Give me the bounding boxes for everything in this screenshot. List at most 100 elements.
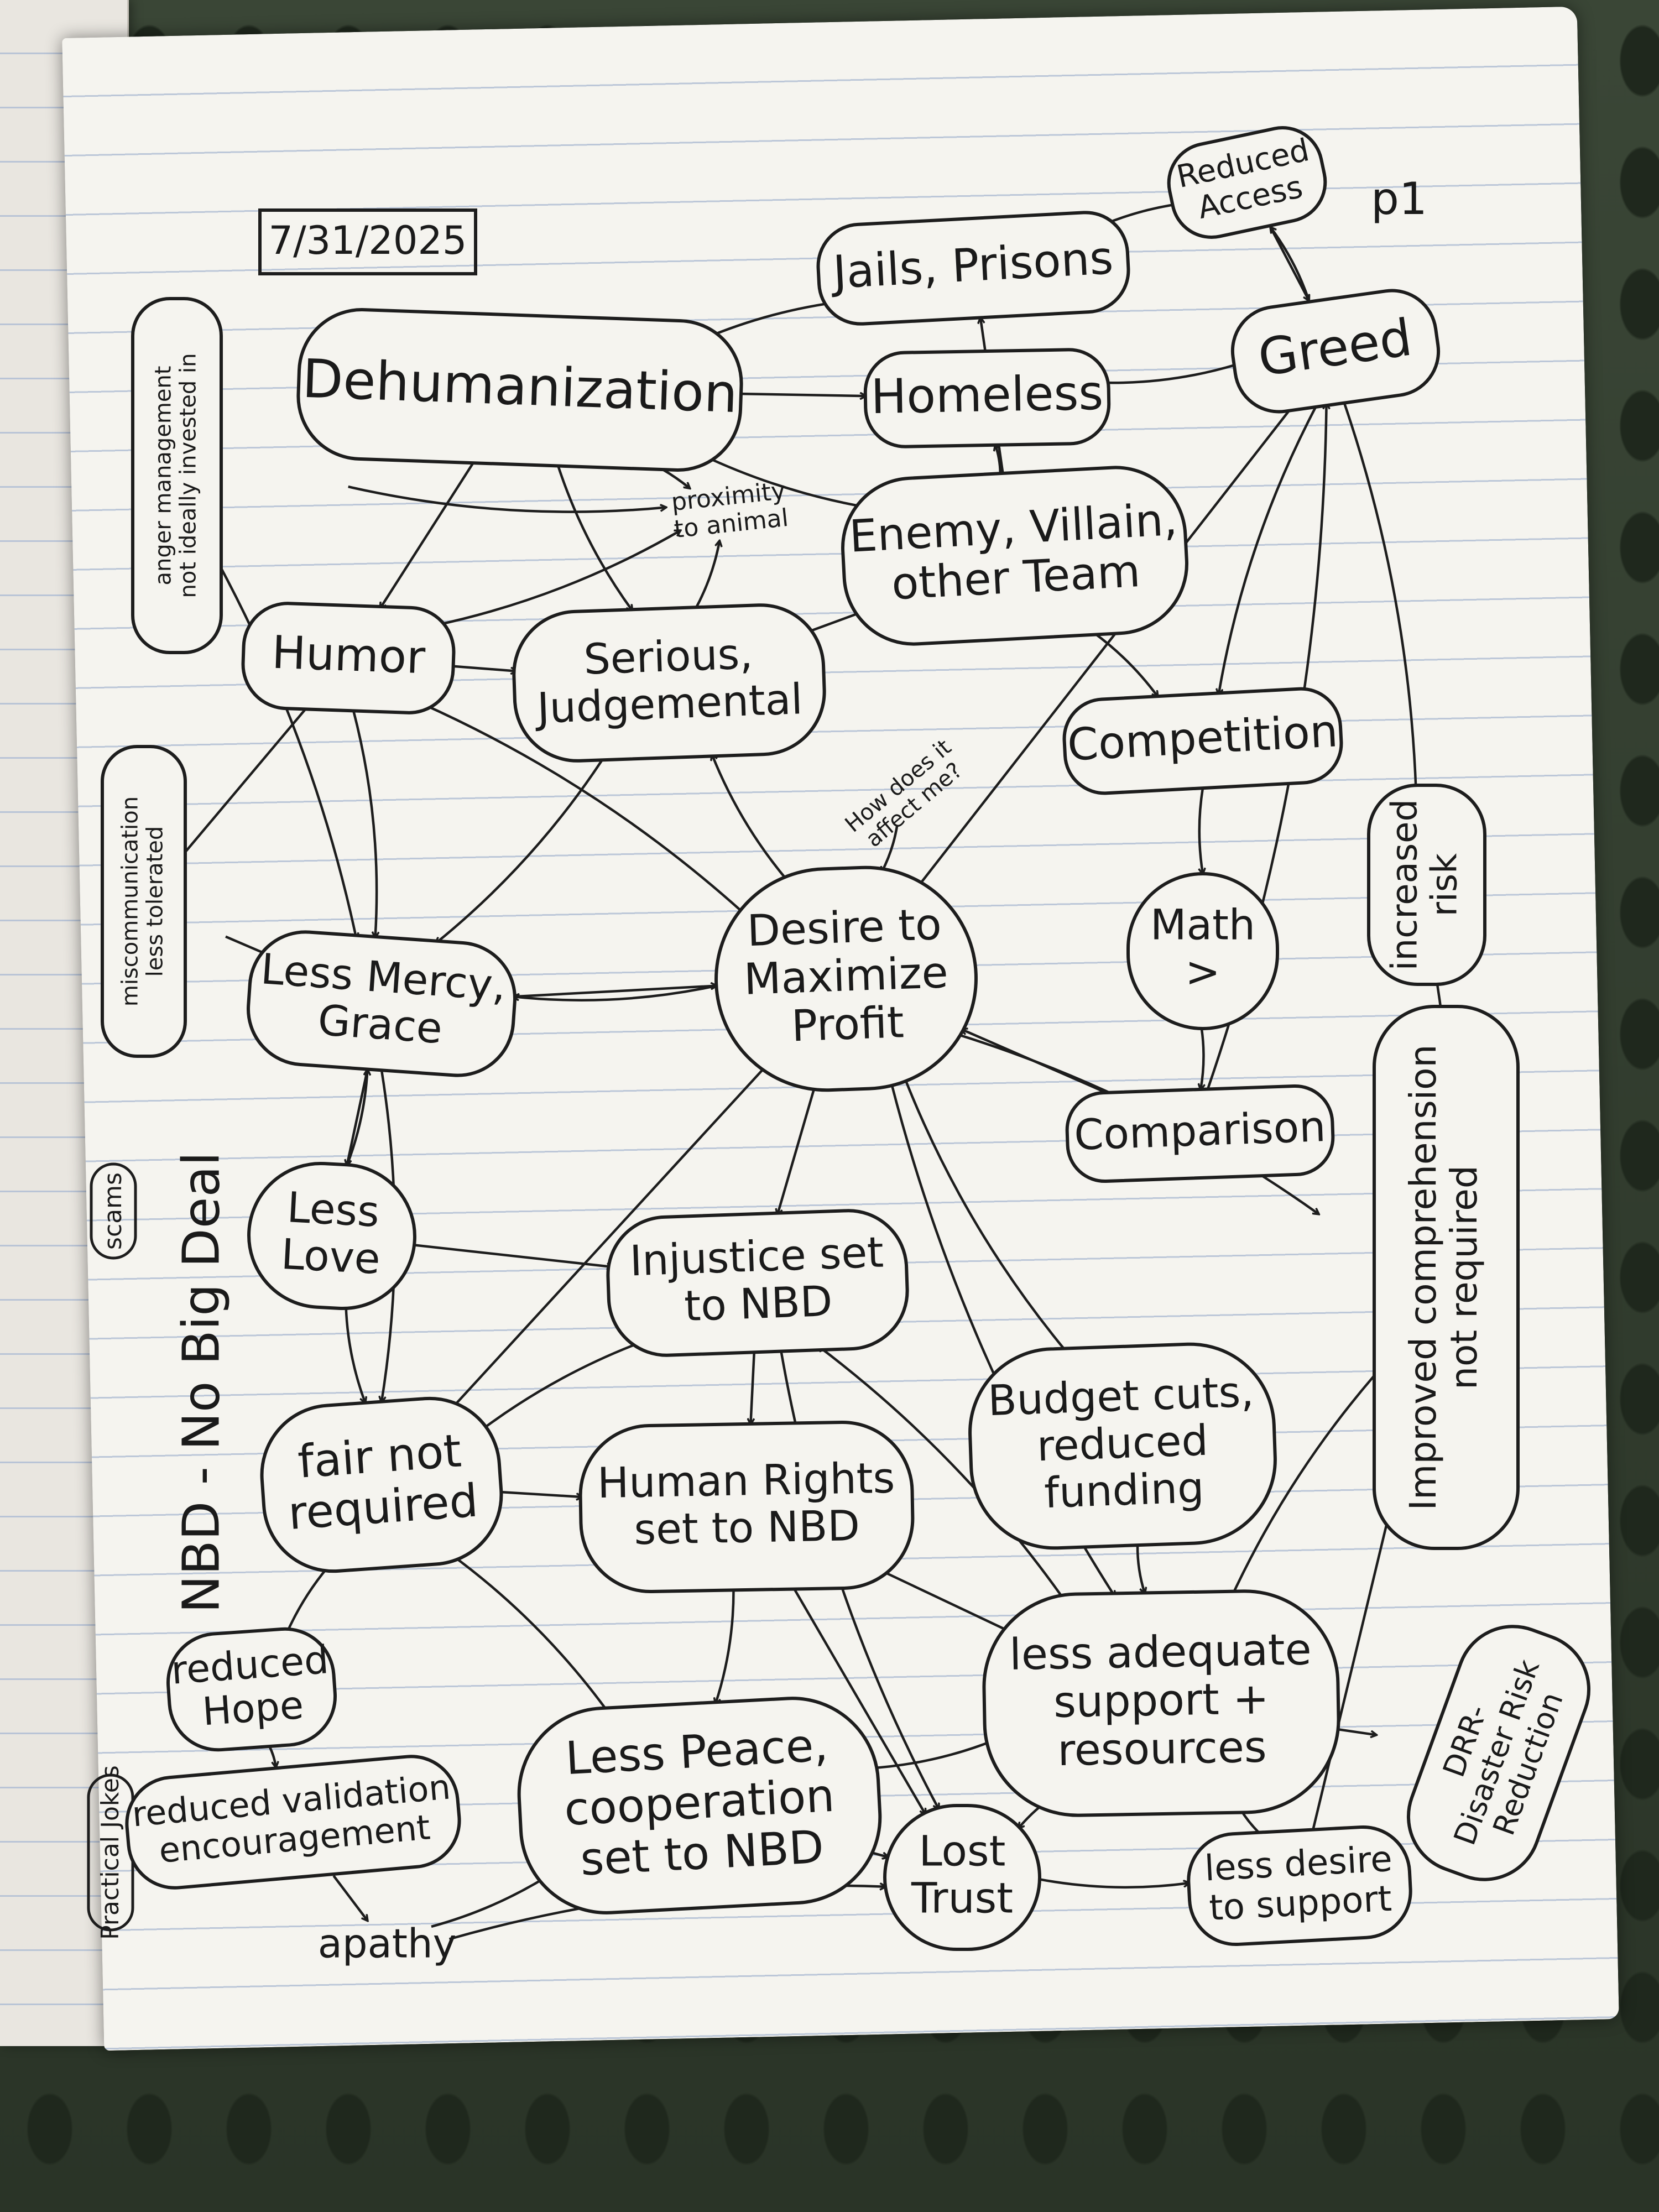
node-label-line: to support xyxy=(1208,1879,1393,1929)
node-outline xyxy=(1367,784,1486,986)
node-outline xyxy=(1373,1005,1520,1550)
edge-less-adequate-support-to-injustice-set-to-nbd xyxy=(818,1346,1072,1609)
edge-serious-judgemental-to-less-mercy-grace xyxy=(436,750,609,943)
edge-desire-to-maximize-profit-to-serious-judgemental xyxy=(712,755,789,881)
edge-injustice-set-to-nbd-to-human-rights-set-to-nbd xyxy=(750,1352,756,1424)
date-box: 7/31/2025 xyxy=(258,208,477,275)
node-outline xyxy=(968,1342,1277,1550)
edge-greed-to-reduced-access xyxy=(1271,227,1311,301)
node-outline xyxy=(1167,126,1327,239)
edge-anger-management-to-less-mercy-grace xyxy=(192,519,357,939)
page-number: p1 xyxy=(1371,173,1427,225)
edge-less-adequate-support-to-drr xyxy=(1333,1727,1376,1735)
node-label-line: Lost xyxy=(919,1826,1006,1875)
edge-math-to-comparison xyxy=(1201,1028,1203,1089)
node-humor: Humor xyxy=(241,602,456,714)
edge-competition-to-math xyxy=(1199,787,1203,874)
edge-reduced-hope-to-reduced-validation xyxy=(268,1745,276,1767)
node-outline xyxy=(125,1755,461,1890)
node-outline xyxy=(578,1420,915,1594)
node-outline xyxy=(606,1209,909,1357)
node-label-line: less adequate xyxy=(1009,1625,1312,1680)
node-outline xyxy=(883,1804,1041,1951)
node-serious-judgemental: Serious,Judgemental xyxy=(512,603,826,763)
edge-less-mercy-grace-to-desire-to-maximize-profit xyxy=(513,986,717,998)
node-outline xyxy=(1062,687,1343,795)
node-outline xyxy=(241,602,456,714)
node-label-line: funding xyxy=(1044,1463,1205,1517)
edge-reduced-access-to-greed xyxy=(1269,226,1309,300)
node-outline xyxy=(1230,289,1441,414)
edge-less-adequate-support-to-improved-comprehension xyxy=(1228,1348,1399,1602)
edge-dehumanization-to-homeless xyxy=(740,394,865,396)
edge-enemy-villain-to-competition xyxy=(1089,629,1158,697)
node-greed: Greed xyxy=(1230,289,1441,414)
node-label-line: risk xyxy=(1424,853,1465,917)
node-label-line: Maximize xyxy=(743,948,949,1005)
node-label-line: set to NBD xyxy=(634,1501,860,1554)
edge-fair-not-required-to-injustice-set-to-nbd xyxy=(475,1335,660,1436)
node-outline xyxy=(296,308,743,472)
edge-reduced-validation-to-apathy xyxy=(332,1875,367,1921)
node-apathy: apathy xyxy=(318,1921,456,1967)
date-label: 7/31/2025 xyxy=(269,218,467,263)
node-outline xyxy=(101,745,187,1058)
node-label-line: Human Rights xyxy=(597,1453,895,1507)
node-label-line: Desire to xyxy=(746,900,942,956)
node-outline xyxy=(131,297,223,654)
edge-less-mercy-grace-to-less-love xyxy=(347,1069,369,1165)
node-outline xyxy=(246,930,517,1077)
node-homeless: Homeless xyxy=(863,348,1111,448)
edge-greed-to-competition xyxy=(1219,402,1319,695)
node-outline xyxy=(260,1396,503,1573)
node-label-line: Humor xyxy=(271,627,426,685)
edge-humor-to-less-mercy-grace xyxy=(352,710,377,937)
edge-human-rights-set-to-nbd-to-less-peace xyxy=(716,1589,735,1704)
node-label-line: Injustice set xyxy=(629,1227,884,1285)
edge-fair-not-required-to-human-rights-set-to-nbd xyxy=(500,1490,582,1497)
node-enemy-villain: Enemy, Villain,other Team xyxy=(841,466,1189,646)
edge-less-love-to-fair-not-required xyxy=(345,1307,366,1402)
node-outline xyxy=(1187,1825,1412,1947)
node-label-line: Budget cuts, xyxy=(987,1367,1255,1426)
node-label-line: Love xyxy=(280,1229,382,1284)
edge-lost-trust-to-less-desire-to-support xyxy=(1039,1878,1189,1889)
node-label-line: > xyxy=(1185,947,1220,997)
node-label-line: to NBD xyxy=(684,1276,833,1331)
side-title: NBD - No Big Deal xyxy=(171,1152,231,1614)
node-label-line: Hope xyxy=(201,1682,305,1735)
node-outline xyxy=(863,348,1111,448)
node-outline xyxy=(1406,1625,1591,1881)
node-jails-prisons: Jails, Prisons xyxy=(816,211,1130,326)
node-outline xyxy=(714,865,978,1092)
node-label-line: reduced xyxy=(170,1637,330,1693)
node-dehumanization: Dehumanization xyxy=(296,308,743,472)
edge-budget-cuts-to-less-adequate-support xyxy=(1136,1545,1145,1593)
edge-desire-to-maximize-profit-to-less-mercy-grace xyxy=(514,984,717,1001)
edge-less-love-to-injustice-set-to-nbd xyxy=(414,1244,613,1267)
node-label-line: miscommunication xyxy=(118,796,143,1006)
node-label-line: Trust xyxy=(911,1874,1013,1923)
node-label-line: Profit xyxy=(791,998,905,1051)
edge-serious-judgemental-to-proximity-to-animal xyxy=(694,541,719,610)
node-outline xyxy=(166,1627,337,1752)
node-label-line: not required xyxy=(1443,1165,1485,1390)
edge-greed-to-homeless xyxy=(1102,363,1237,383)
